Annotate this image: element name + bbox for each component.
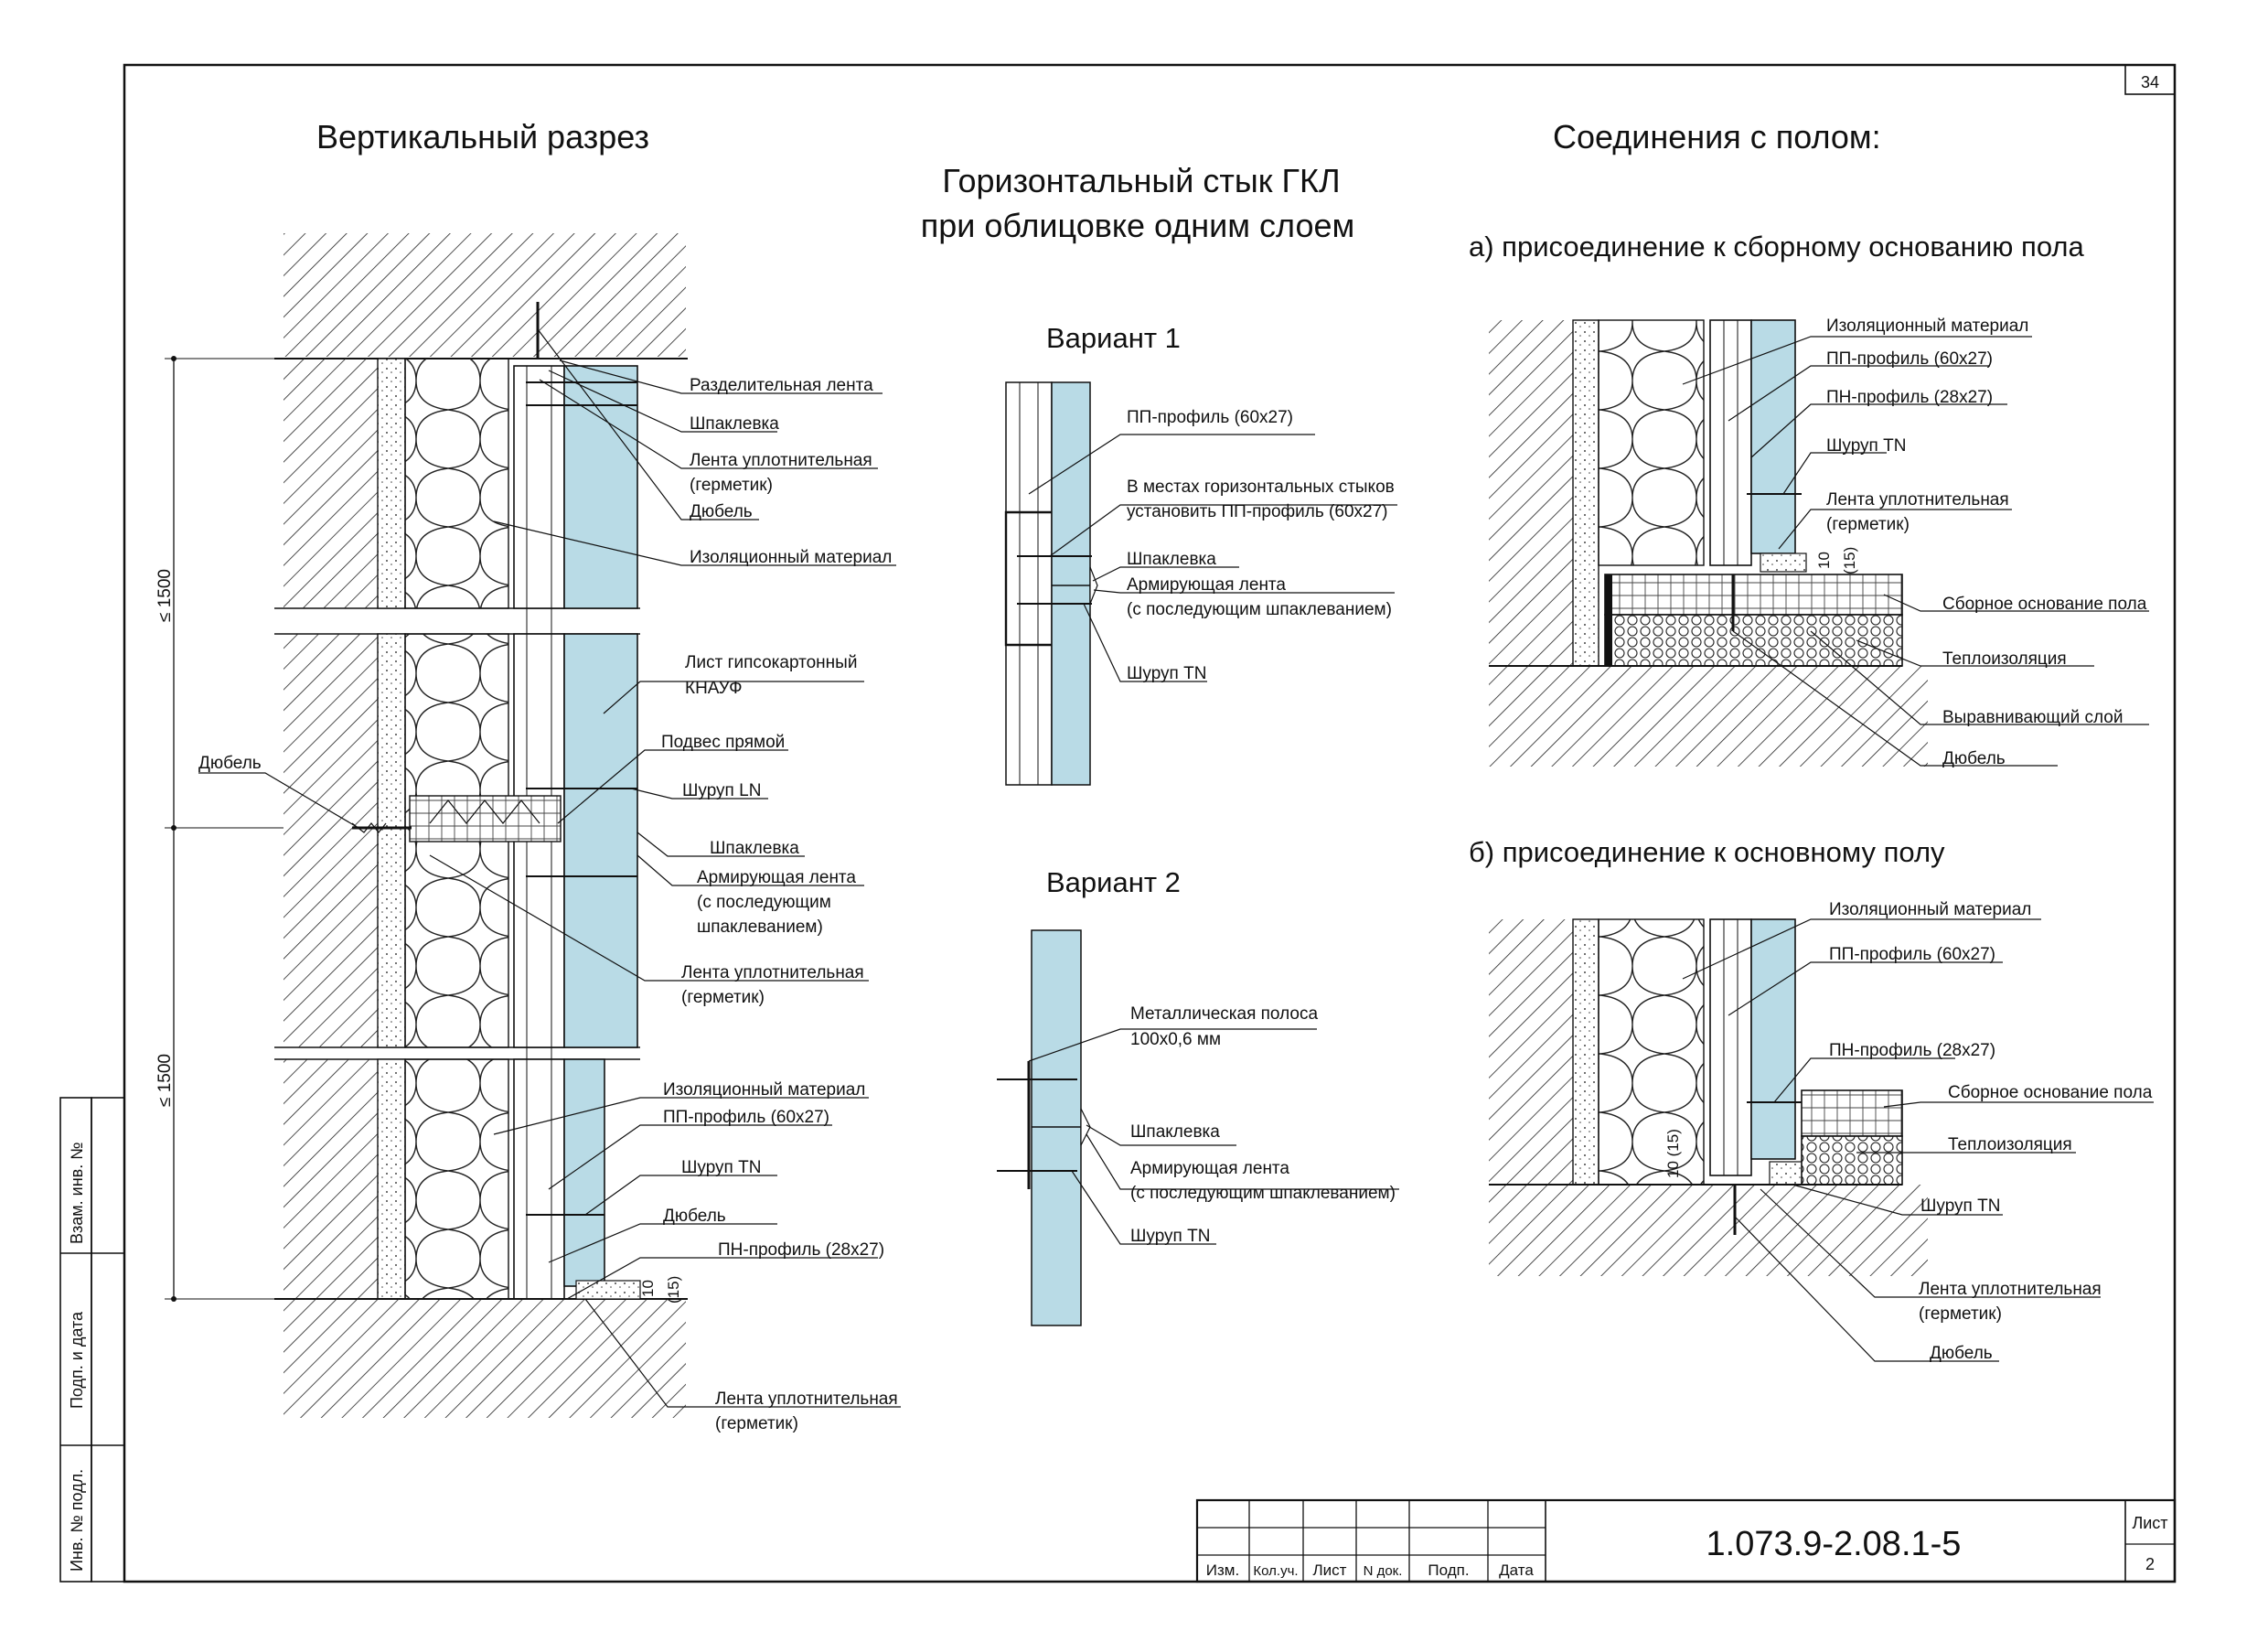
b-dowel: Дюбель <box>1930 1344 1993 1363</box>
title-variant1: Вариант 1 <box>1046 322 1181 354</box>
title-variant2: Вариант 2 <box>1046 866 1181 898</box>
stamp-col-date: Дата <box>1499 1561 1534 1579</box>
v2-reinf-2: (с последующим шпаклеванием) <box>1130 1184 1396 1203</box>
stamp-col-sheet: Лист <box>1313 1561 1347 1579</box>
sheet-frame: 34 <box>123 63 2177 1583</box>
v1-reinf-1: Армирующая лента <box>1127 575 1286 595</box>
sheet-number: 2 <box>2145 1555 2155 1573</box>
vs-insulation-bottom: Изоляционный материал <box>663 1080 865 1100</box>
b-thermal: Теплоизоляция <box>1948 1135 2072 1154</box>
a-insulation: Изоляционный материал <box>1826 317 2028 336</box>
stamp-col-change: Изм. <box>1206 1561 1239 1579</box>
page-number: 34 <box>2141 73 2159 91</box>
v1-note-2: установить ПП-профиль (60х27) <box>1127 502 1387 521</box>
a-sealing-1: Лента уплотнительная <box>1826 490 2009 510</box>
v1-note-1: В местах горизонтальных стыков <box>1127 477 1395 497</box>
stamp-col-count: Кол.уч. <box>1253 1563 1298 1579</box>
vs-pp-profile: ПП-профиль (60х27) <box>663 1108 829 1127</box>
a-screw-tn: Шуруп TN <box>1826 436 1906 456</box>
vs-reinf-3: шпаклеванием) <box>697 917 823 937</box>
vs-putty-mid: Шпаклевка <box>710 839 799 858</box>
b-sealing-1: Лента уплотнительная <box>1919 1280 2102 1299</box>
b-screw-tn: Шуруп TN <box>1920 1196 2000 1216</box>
a-sealing-2: (герметик) <box>1826 515 1910 534</box>
title-floor-connections: Соединения с полом: <box>1553 118 1881 156</box>
title-vertical-section: Вертикальный разрез <box>316 118 649 156</box>
v2-putty: Шпаклевка <box>1130 1122 1220 1142</box>
stamp-col-sign: Подп. <box>1428 1561 1469 1579</box>
v2-strip-1: Металлическая полоса <box>1130 1004 1318 1024</box>
stamp-col-doc: N док. <box>1364 1563 1403 1579</box>
stamp-replace-inv: Взам. инв. № <box>68 1142 86 1244</box>
v2-reinf-1: Армирующая лента <box>1130 1159 1289 1178</box>
variant1-drawing: ПП-профиль (60х27) В местах горизонтальн… <box>1004 381 1397 786</box>
vertical-section-drawing: ≤ 1500 ≤ 1500 10 (15) Разделительная <box>155 233 901 1433</box>
vs-gkl-1: Лист гипсокартонный <box>685 653 857 672</box>
dim-b-10-15: 10 (15) <box>1664 1129 1682 1178</box>
vs-reinf-2: (с последующим <box>697 893 831 912</box>
vs-dowel-bottom: Дюбель <box>663 1207 726 1226</box>
vs-separating-tape: Разделительная лента <box>690 376 873 395</box>
connection-b-drawing: 10 (15) Изоляционный материал ПП-профиль… <box>1489 900 2154 1363</box>
a-pn-profile: ПН-профиль (28х27) <box>1826 388 1993 407</box>
vs-screw-ln: Шуруп LN <box>682 781 761 800</box>
vs-reinf-1: Армирующая лента <box>697 868 856 887</box>
v1-putty: Шпаклевка <box>1127 550 1216 569</box>
a-thermal: Теплоизоляция <box>1942 649 2067 669</box>
a-dowel: Дюбель <box>1942 749 2006 768</box>
connection-a-drawing: 10 (15) Изоляционный материал ПП-профиль… <box>1489 317 2149 768</box>
title-joint-line1: Горизонтальный стык ГКЛ <box>942 162 1340 199</box>
vs-dowel-left: Дюбель <box>198 754 262 773</box>
dim-vs-15: (15) <box>665 1276 682 1304</box>
vs-putty-top: Шпаклевка <box>690 414 779 434</box>
dim-a-15: (15) <box>1841 547 1858 574</box>
v1-pp-profile: ПП-профиль (60х27) <box>1127 408 1293 427</box>
sheet-label: Лист <box>2132 1514 2167 1532</box>
vs-pn-profile: ПН-профиль (28х27) <box>718 1240 884 1260</box>
vs-sealing-mid-2: (герметик) <box>681 988 765 1007</box>
dim-upper-1500: ≤ 1500 <box>155 569 175 622</box>
vs-gkl-2: КНАУФ <box>685 679 743 698</box>
title-connection-b: б) присоединение к основному полу <box>1469 836 1945 868</box>
b-pn-profile: ПН-профиль (28х27) <box>1829 1041 1995 1060</box>
vs-sealing-top-1: Лента уплотнительная <box>690 451 872 470</box>
v2-screw-tn: Шуруп TN <box>1130 1227 1210 1246</box>
dim-lower-1500: ≤ 1500 <box>155 1054 175 1107</box>
v1-screw-tn: Шуруп TN <box>1127 664 1206 683</box>
dim-a-10: 10 <box>1815 552 1833 569</box>
title-joint-line2: при облицовке одним слоем <box>921 207 1355 244</box>
dim-vs-10: 10 <box>639 1280 657 1297</box>
vs-insulation-top: Изоляционный материал <box>690 548 892 567</box>
v2-strip-2: 100х0,6 мм <box>1130 1030 1221 1049</box>
title-block: Изм. Кол.уч. Лист N док. Подп. Дата 1.07… <box>1195 1498 2177 1583</box>
b-pp-profile: ПП-профиль (60х27) <box>1829 945 1995 964</box>
b-prefab-base: Сборное основание пола <box>1948 1083 2153 1102</box>
vs-screw-tn: Шуруп TN <box>681 1158 761 1177</box>
side-stamp: Взам. инв. № Подп. и дата Инв. № подл. <box>59 1097 125 1583</box>
vs-sealing-bottom-1: Лента уплотнительная <box>715 1390 898 1409</box>
stamp-inv-original: Инв. № подл. <box>68 1469 86 1572</box>
b-sealing-2: (герметик) <box>1919 1304 2002 1324</box>
vs-sealing-mid-1: Лента уплотнительная <box>681 963 864 982</box>
a-leveling: Выравнивающий слой <box>1942 708 2123 727</box>
v1-reinf-2: (с последующим шпаклеванием) <box>1127 600 1392 619</box>
stamp-sign-date: Подп. и дата <box>68 1311 86 1409</box>
variant2-drawing: Металлическая полоса 100х0,6 мм Шпаклевк… <box>997 929 1399 1326</box>
title-connection-a: а) присоединение к сборному основанию по… <box>1469 231 2084 263</box>
vs-sealing-bottom-2: (герметик) <box>715 1414 798 1433</box>
vs-hanger: Подвес прямой <box>661 733 785 752</box>
a-pp-profile: ПП-профиль (60х27) <box>1826 349 1993 369</box>
vs-dowel-top: Дюбель <box>690 502 753 521</box>
document-code: 1.073.9-2.08.1-5 <box>1706 1525 1962 1563</box>
a-prefab-base: Сборное основание пола <box>1942 595 2147 614</box>
vs-sealing-top-2: (герметик) <box>690 476 773 495</box>
b-insulation: Изоляционный материал <box>1829 900 2031 919</box>
